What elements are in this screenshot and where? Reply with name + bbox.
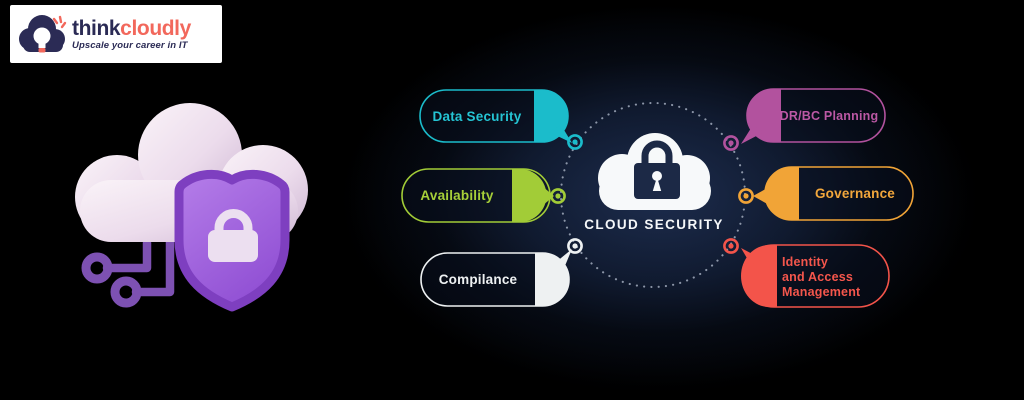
brand-tagline: Upscale your career in IT	[72, 39, 188, 51]
logo-text: thinkcloudly Upscale your career in IT	[72, 18, 191, 51]
bubble-label-drbc-planning: DR/BC Planning	[779, 108, 879, 123]
brand-logo[interactable]: thinkcloudly Upscale your career in IT	[10, 5, 222, 63]
connector-dot-white	[567, 238, 583, 254]
connector-dot-purple	[723, 135, 739, 151]
brand-cloudly: cloudly	[120, 16, 191, 40]
connector-dot-red	[723, 238, 739, 254]
connector-dot-teal	[567, 134, 583, 150]
bubble-governance	[738, 166, 914, 221]
bubble-availability	[401, 168, 566, 223]
connector-dot-green	[550, 188, 566, 204]
bubble-label-compilance: Compilance	[438, 272, 518, 287]
circuit-lines	[81, 236, 175, 308]
brand-name: thinkcloudly	[72, 18, 191, 39]
bubble-compilance	[420, 238, 583, 307]
brand-think: think	[72, 16, 121, 40]
bubble-label-data-security: Data Security	[432, 108, 522, 124]
bubble-label-identity-access-management: Identity and Access Management	[782, 254, 861, 299]
bubble-data-security	[419, 89, 583, 150]
connector-dot-orange	[738, 188, 754, 204]
bubble-drbc-planning	[723, 88, 886, 151]
bubble-label-governance: Governance	[814, 186, 896, 201]
center-padlock-icon	[634, 140, 680, 199]
bubble-label-availability: Availability	[420, 188, 494, 203]
bubble-identity-access-management	[723, 238, 890, 308]
logo-cloud-bulb-icon	[19, 15, 67, 53]
cloud-shield-lock-illustration	[75, 103, 308, 312]
shield-padlock-icon	[208, 209, 258, 262]
center-title: CLOUD SECURITY	[584, 216, 724, 232]
